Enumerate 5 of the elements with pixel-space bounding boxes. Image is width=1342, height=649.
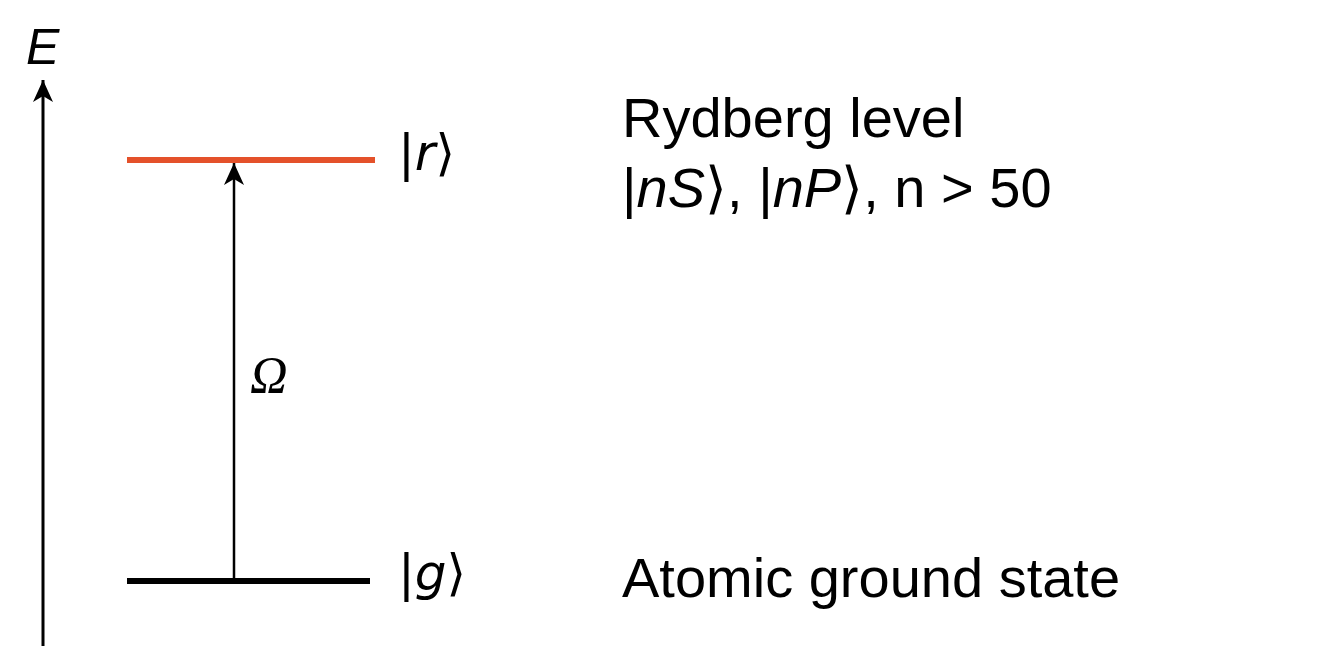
axis-label: E — [26, 22, 60, 72]
energy-level-bar — [127, 157, 375, 163]
edge-label: Ω — [250, 350, 288, 402]
transition-arrow — [224, 163, 244, 578]
energy-level-bar — [127, 578, 370, 584]
